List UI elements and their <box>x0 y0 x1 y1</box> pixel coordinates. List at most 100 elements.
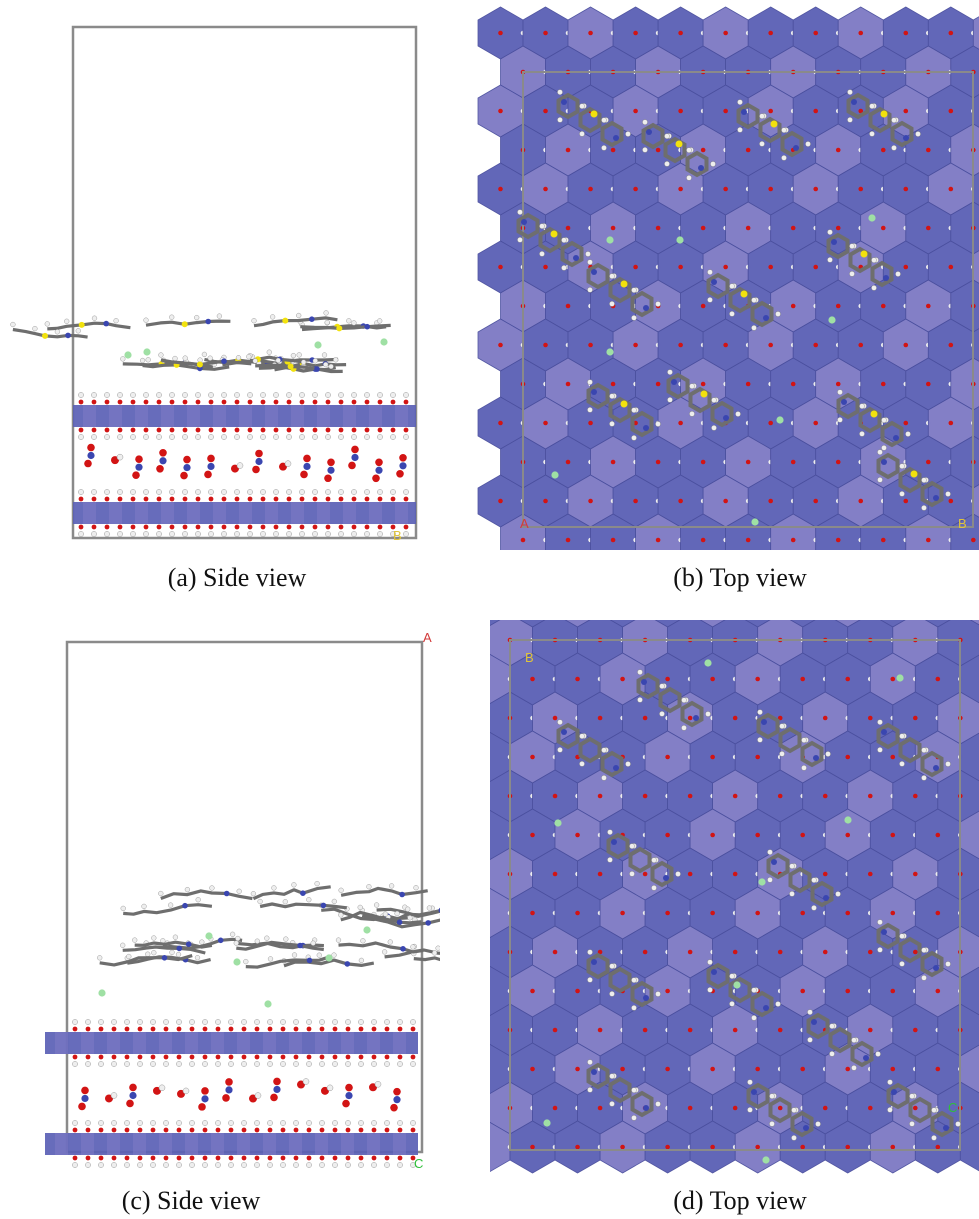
hydrogen-atom <box>98 1019 104 1025</box>
nitrogen-atom <box>643 305 649 311</box>
oxygen-atom <box>130 399 136 405</box>
oxygen-atom <box>325 399 331 405</box>
dye-hydrogen <box>887 1079 893 1085</box>
hydrogen-atom <box>150 1019 156 1025</box>
dye-hydrogen <box>955 1121 961 1127</box>
hydrogen-atom <box>143 392 149 398</box>
oxygen-atom <box>768 186 773 192</box>
aromatic-ring <box>728 976 752 1004</box>
oxygen-atom <box>169 496 175 502</box>
oxygen-atom <box>903 420 909 426</box>
oxygen-atom <box>633 498 638 504</box>
oxygen-atom <box>790 537 796 543</box>
hydroxide-layer-2 <box>45 1133 418 1155</box>
dye-hydrogen <box>921 477 927 483</box>
hydrogen-atom <box>72 1061 78 1067</box>
oxygen-atom <box>588 342 593 348</box>
dye-hydrogen <box>757 709 763 715</box>
oxygen-atom <box>299 496 305 502</box>
hydrogen-atom <box>345 1162 351 1168</box>
hydrogen-atom <box>221 489 227 495</box>
dye-hydrogen <box>209 885 215 891</box>
water-hydrogen <box>110 1092 118 1099</box>
layer-octahedron <box>317 405 330 427</box>
dye-backbone <box>413 956 440 962</box>
oxygen-atom <box>98 1155 104 1161</box>
dye-hydrogen <box>891 117 897 123</box>
aromatic-ring <box>766 852 790 880</box>
oxygen-atom <box>358 1155 364 1161</box>
nitrogen-atom <box>803 1125 809 1131</box>
hydrogen-atom <box>228 1061 234 1067</box>
nitrate-oxygen <box>222 1094 230 1102</box>
dye-hydrogen <box>113 318 119 324</box>
hydrogen-atom <box>111 1120 117 1126</box>
aromatic-ring <box>630 290 654 318</box>
nitrogen-atom <box>561 99 567 105</box>
nitrogen-atom <box>863 1055 869 1061</box>
hydrogen-atom <box>403 489 409 495</box>
hydrogen-atom <box>351 434 357 440</box>
unit-cell-outline <box>71 25 418 540</box>
dye-hydrogen <box>847 117 853 123</box>
oxygen-atom <box>903 186 909 192</box>
hydrogen-atom <box>332 1061 338 1067</box>
sulfur-atom <box>770 120 778 128</box>
dye-hydrogen <box>629 843 635 849</box>
dye-hydrogen <box>877 477 883 483</box>
aromatic-ring <box>898 736 922 764</box>
chloride-ion <box>704 659 712 667</box>
oxygen-atom <box>364 427 370 433</box>
sulfur-atom <box>675 140 683 148</box>
oxygen-atom <box>565 537 571 543</box>
dye-hydrogen <box>54 329 61 335</box>
hydrogen-atom <box>351 489 357 495</box>
hydrogen-atom <box>182 531 188 537</box>
hydrogen-atom <box>163 1061 169 1067</box>
nitrogen-atom <box>663 875 669 881</box>
hydrogen-atom <box>390 392 396 398</box>
oxygen-atom <box>358 1054 364 1060</box>
nitrogen-atom <box>103 320 109 327</box>
hydrogen-atom <box>195 531 201 537</box>
dye-hydrogen <box>557 117 563 123</box>
dye-hydrogen <box>270 314 276 320</box>
dye-hydrogen <box>172 934 179 940</box>
chloride-ion <box>762 1156 770 1164</box>
oxygen-atom <box>384 1155 390 1161</box>
oxygen-atom <box>880 225 886 231</box>
hydrogen-atom <box>182 434 188 440</box>
oxygen-atom <box>903 108 909 114</box>
aromatic-ring <box>608 966 632 994</box>
oxygen-atom <box>867 715 873 721</box>
oxygen-atom <box>732 1105 738 1111</box>
dye-hydrogen <box>207 355 213 361</box>
chloride-ion <box>233 958 241 966</box>
oxygen-atom <box>543 30 548 36</box>
hydrogen-atom <box>98 1061 104 1067</box>
dye-hydrogen <box>296 312 302 319</box>
hydrogen-atom <box>299 531 305 537</box>
oxygen-atom <box>85 1026 91 1032</box>
dye-molecules <box>97 881 440 1008</box>
dye-hydrogen <box>382 949 388 955</box>
dye-hydrogen <box>585 251 591 257</box>
dye-hydrogen <box>333 357 339 363</box>
dye-hydrogen <box>775 311 781 317</box>
hydrogen-atom <box>358 1019 364 1025</box>
dye-hydrogen <box>257 898 263 905</box>
oxygen-atom <box>822 793 828 799</box>
dye-backbone <box>134 940 213 949</box>
oxygen-atom <box>403 524 409 530</box>
layer-octahedron <box>161 502 174 524</box>
layer-octahedron <box>393 1032 406 1054</box>
hydrogen-atom <box>273 531 279 537</box>
oxygen-atom <box>777 1027 783 1033</box>
oxygen-atom <box>777 1105 783 1111</box>
oxygen-atom <box>163 1155 169 1161</box>
dye-hydrogen <box>711 425 717 431</box>
dye-hydrogen <box>869 131 875 137</box>
oxygen-atom <box>124 1127 130 1133</box>
hydrogen-atom <box>130 434 136 440</box>
nitrogen-atom <box>903 135 909 141</box>
